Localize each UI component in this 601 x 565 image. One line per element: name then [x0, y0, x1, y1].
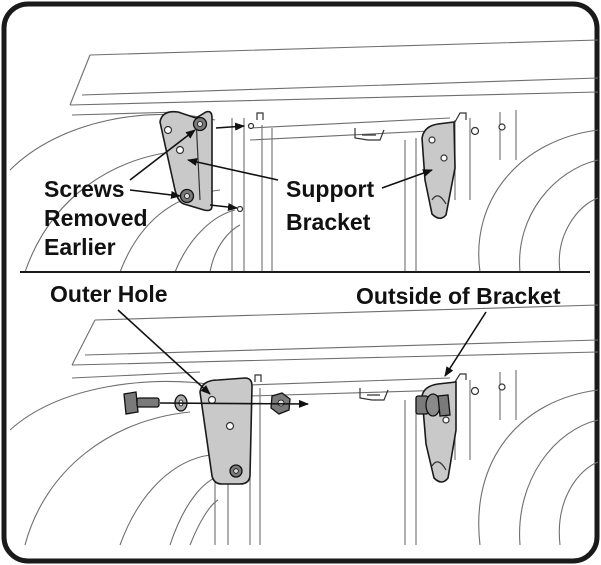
callout-outside-of-bracket [444, 311, 487, 377]
assembly-axis-arrow [159, 399, 309, 408]
label-screws-removed-line2: Removed [44, 205, 148, 231]
callout-screws-lower [129, 189, 181, 199]
screw-lower [179, 188, 195, 204]
bottom-panel-illustration [9, 304, 599, 546]
callout-outer-hole [117, 309, 211, 395]
top-panel-illustration [9, 39, 599, 273]
removal-arrow-lower [209, 203, 238, 211]
label-screws-removed-line3: Earlier [44, 234, 116, 260]
label-screws-removed-line1: Screws [44, 176, 125, 202]
removal-arrow-upper [215, 122, 245, 131]
callout-support-right [381, 169, 433, 189]
support-bracket-install [199, 377, 253, 485]
label-outer-hole: Outer Hole [50, 281, 168, 307]
callout-screws-upper [129, 129, 196, 181]
screw-upper [192, 116, 208, 132]
label-support-bracket-line1: Support [286, 176, 374, 202]
label-support-bracket-line2: Bracket [286, 209, 371, 235]
installed-bolt [415, 393, 451, 417]
carriage-bolt [123, 391, 160, 415]
support-bracket-installed [421, 121, 456, 220]
callout-support-left [187, 158, 279, 181]
label-outside-of-bracket: Outside of Bracket [356, 283, 561, 309]
